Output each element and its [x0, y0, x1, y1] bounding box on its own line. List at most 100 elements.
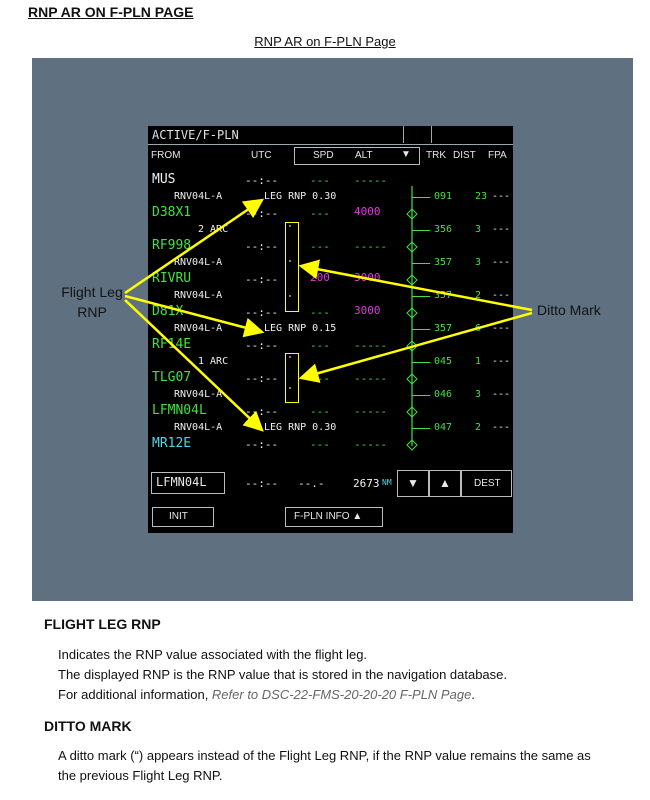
speed-value: --- [310, 405, 330, 418]
figure-caption: RNP AR on F-PLN Page [254, 34, 396, 49]
arrow-to-ditto-2 [298, 311, 533, 383]
utc-value: --:-- [245, 240, 279, 253]
dest-fuel: --.- [298, 477, 325, 490]
track-value: 045 [434, 356, 453, 367]
leg-rnp-value: LEG RNP 0.30 [264, 422, 337, 433]
distance-value: 23 [475, 191, 488, 202]
fpa-value: --- [492, 356, 511, 367]
fpln-info-label: F-PLN INFO ▲ [294, 511, 363, 522]
paragraph-line: the previous Flight Leg RNP. [58, 768, 223, 783]
altitude-value: 4000 [354, 205, 381, 218]
fpa-value: --- [492, 389, 511, 400]
callout-ditto-mark: Ditto Mark [537, 302, 601, 318]
waypoint-label: TLG07 [152, 370, 192, 385]
distance-value: 3 [475, 224, 482, 235]
track-line [406, 186, 430, 451]
section-body-flight-leg-rnp: Indicates the RNP value associated with … [58, 645, 507, 705]
chevron-down-icon: ▼ [407, 476, 419, 490]
chevron-up-icon: ▲ [439, 476, 451, 490]
title-cell [431, 126, 513, 143]
altitude-value: ----- [354, 405, 388, 418]
utc-value: --:-- [245, 306, 279, 319]
track-value: 091 [434, 191, 453, 202]
distance-value: 2 [475, 422, 482, 433]
arrow-to-leg-rnp-1 [124, 198, 265, 295]
waypoint-diamond [406, 241, 418, 253]
reference-suffix: . [471, 687, 475, 702]
chevron-down-icon[interactable]: ▼ [401, 149, 411, 160]
section-heading-ditto-mark: DITTO MARK [44, 718, 132, 734]
scroll-down-button[interactable]: ▼ [397, 470, 429, 497]
waypoint-label: LFMN04L [152, 403, 207, 418]
waypoint-diamond [406, 406, 418, 418]
ditto-mark: " [288, 355, 293, 363]
paragraph-line: Indicates the RNP value associated with … [58, 647, 368, 662]
distance-value: 3 [475, 257, 482, 268]
dest-distance: 2673 [353, 477, 380, 490]
title-cell [403, 126, 432, 143]
speed-value: --- [310, 240, 330, 253]
fpln-info-button[interactable]: F-PLN INFO ▲ [285, 507, 383, 527]
waypoint-diamond [406, 274, 418, 286]
fpln-screen: ACTIVE/F-PLN FROM UTC SPD ALT ▼ TRK DIST… [148, 126, 513, 533]
leg-label: RNV04L-A [174, 191, 223, 202]
dest-unit: NM [382, 478, 392, 487]
fpa-value: --- [492, 422, 511, 433]
reference-line: For additional information, Refer to DSC… [58, 685, 507, 705]
track-value: 357 [434, 257, 453, 268]
waypoint-diamond [406, 307, 418, 319]
header-alt: ALT [355, 150, 373, 161]
ditto-mark: " [288, 294, 293, 302]
arrow-to-leg-rnp-3 [124, 299, 264, 432]
track-value: 356 [434, 224, 453, 235]
altitude-value: ----- [354, 438, 388, 451]
dest-button-label: DEST [474, 478, 501, 489]
paragraph-line: The displayed RNP is the RNP value that … [58, 667, 508, 682]
leg-label: RNV04L-A [174, 290, 223, 301]
ditto-box-1: " " " [285, 222, 299, 312]
waypoint-diamond [406, 439, 418, 451]
distance-value: 3 [475, 389, 482, 400]
utc-value: --:-- [245, 174, 279, 187]
reference-link[interactable]: Refer to DSC-22-FMS-20-20-20 F-PLN Page [211, 687, 472, 702]
paragraph-line: A ditto mark (“) appears instead of the … [58, 748, 591, 763]
ditto-mark: " [288, 386, 293, 394]
waypoint-label: D38X1 [152, 205, 192, 220]
dest-button[interactable]: DEST [461, 470, 512, 497]
leg-label: RNV04L-A [174, 323, 223, 334]
leg-rnp-value: LEG RNP 0.30 [264, 191, 337, 202]
arrow-to-ditto-1 [298, 259, 533, 312]
header-from: FROM [151, 150, 181, 161]
header-utc: UTC [251, 150, 272, 161]
waypoint-diamond [406, 208, 418, 220]
waypoint-diamond [406, 373, 418, 385]
document-title: RNP AR ON F-PLN PAGE [28, 4, 194, 20]
dest-utc: --:-- [245, 477, 279, 490]
speed-value: --- [310, 207, 330, 220]
distance-value: 1 [475, 356, 482, 367]
init-button[interactable]: INIT [152, 507, 214, 527]
arrow-to-leg-rnp-2 [124, 294, 265, 338]
header-dist: DIST [453, 150, 476, 161]
ditto-mark: " [288, 224, 293, 232]
section-heading-flight-leg-rnp: FLIGHT LEG RNP [44, 616, 161, 632]
reference-prefix: For additional information, [58, 687, 212, 702]
leg-label: 2 ARC [198, 224, 229, 235]
scroll-up-button[interactable]: ▲ [429, 470, 461, 497]
callout-flight-leg-rnp: Flight Leg RNP [61, 284, 123, 320]
spd-alt-selector[interactable]: SPD ALT ▼ [294, 147, 420, 165]
track-value: 047 [434, 422, 453, 433]
speed-value: --- [310, 438, 330, 451]
fpa-value: --- [492, 191, 511, 202]
altitude-value: 3000 [354, 304, 381, 317]
speed-value: --- [310, 306, 330, 319]
leg-label: RNV04L-A [174, 389, 223, 400]
fpa-value: --- [492, 290, 511, 301]
altitude-value: ----- [354, 174, 388, 187]
destination-button[interactable]: LFMN04L [151, 472, 225, 494]
waypoint-label: RIVRU [152, 271, 192, 286]
ditto-mark: " [288, 259, 293, 267]
leg-label: RNV04L-A [174, 422, 223, 433]
header-spd: SPD [313, 150, 334, 161]
